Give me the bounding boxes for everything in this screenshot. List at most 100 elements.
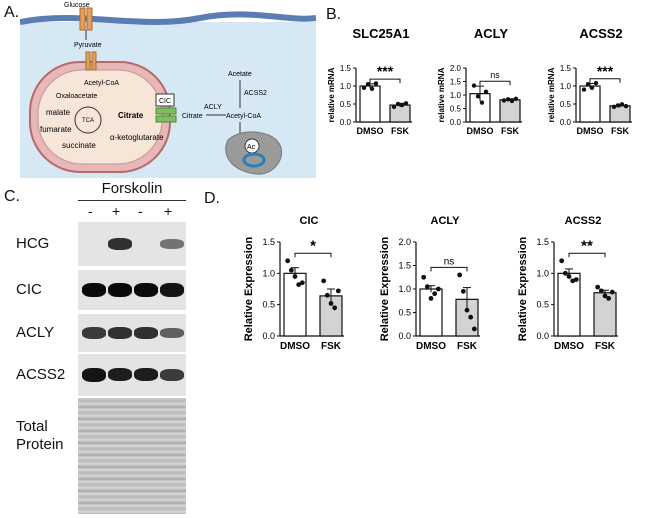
significance-label: *	[310, 237, 316, 254]
significance-bracket	[589, 78, 621, 83]
category-label: FSK	[611, 126, 630, 136]
y-tick-label: 0.0	[340, 118, 352, 127]
bar-dmso	[359, 85, 381, 123]
blot-label-2: ACLY	[16, 324, 55, 341]
chart-ylabel: relative mRNA	[437, 67, 446, 122]
histone-dna	[242, 152, 266, 168]
data-point	[589, 85, 595, 90]
y-tick-label: 0.5	[560, 100, 572, 109]
data-point	[460, 288, 466, 294]
significance-bracket	[479, 80, 511, 86]
tca-text: TCA	[82, 118, 94, 124]
y-tick-label: 0.0	[450, 118, 462, 127]
data-point	[335, 288, 341, 294]
blot-band	[160, 369, 184, 381]
category-label: DMSO	[280, 341, 310, 352]
y-tick-label: 0.5	[450, 105, 462, 114]
y-tick-label: 1.0	[450, 91, 462, 100]
y-tick-label: 0.0	[398, 331, 411, 341]
blot-band	[108, 237, 132, 250]
chart-ylabel: relative mRNA	[547, 67, 556, 122]
bar-fsk	[499, 99, 521, 123]
data-point	[606, 296, 612, 301]
data-point	[609, 289, 615, 295]
data-point	[403, 101, 409, 106]
data-point	[471, 326, 477, 332]
citrate-cyto-text: Citrate	[182, 113, 203, 120]
y-tick-label: 0.5	[536, 300, 549, 310]
lane-sign-1: -	[88, 203, 93, 219]
category-label: FSK	[595, 341, 616, 352]
significance-label: ***	[597, 63, 614, 79]
significance-label: **	[581, 237, 593, 254]
category-label: FSK	[457, 341, 478, 352]
data-point	[593, 80, 599, 86]
y-tick-label: 0.0	[262, 331, 275, 341]
category-label: FSK	[321, 341, 342, 352]
chart-ylabel: Relative Expression	[379, 236, 391, 341]
data-point	[428, 296, 434, 301]
y-tick-label: 1.5	[398, 261, 411, 271]
chart-title: ACSS2	[579, 26, 622, 41]
blot-label-1: CIC	[16, 281, 42, 298]
panel-label-c: C.	[4, 188, 20, 205]
panel-label-d: D.	[204, 190, 220, 207]
data-point	[296, 282, 302, 288]
data-point	[328, 301, 334, 306]
data-point	[321, 278, 327, 284]
blot-band	[82, 327, 106, 339]
y-tick-label: 2.0	[450, 64, 462, 73]
panel-label-b: B.	[326, 6, 342, 23]
fumarate-text: fumarate	[40, 125, 72, 134]
plasma-membrane	[20, 11, 316, 25]
data-point	[602, 293, 608, 299]
blot-treatment-line	[78, 200, 186, 201]
data-point	[585, 82, 591, 87]
category-label: DMSO	[577, 126, 604, 136]
data-point	[562, 270, 568, 276]
chart-ylabel: Relative Expression	[243, 236, 255, 341]
blot-label-0: HCG	[16, 235, 50, 252]
category-label: DMSO	[357, 126, 384, 136]
data-point	[361, 85, 367, 90]
blot-label-3: ACSS2	[16, 366, 66, 383]
lane-sign-3: -	[138, 203, 143, 219]
metabolism-schematic: Glucose Pyruvate Acetyl-CoA Oxaloacetate…	[20, 0, 316, 178]
blot-panel-4	[78, 398, 186, 514]
ac-text: Ac	[247, 144, 256, 151]
data-point	[623, 103, 629, 109]
pyruvate-text: Pyruvate	[74, 42, 102, 49]
data-point	[581, 87, 587, 92]
y-tick-label: 1.0	[262, 268, 275, 278]
significance-bracket	[430, 266, 468, 272]
data-point	[566, 274, 572, 279]
y-tick-label: 1.5	[450, 78, 462, 87]
bar-fsk	[593, 292, 617, 337]
chart-ylabel: relative mRNA	[327, 67, 336, 122]
y-tick-label: 0.5	[340, 100, 352, 109]
blot-band	[160, 283, 184, 298]
chart-title: SLC25A1	[352, 26, 409, 41]
y-tick-label: 0.0	[536, 331, 549, 341]
y-tick-label: 1.5	[560, 64, 572, 73]
data-point	[373, 81, 379, 86]
data-point	[299, 280, 305, 286]
data-point	[369, 86, 375, 92]
significance-bracket	[294, 252, 332, 258]
data-point	[501, 98, 507, 103]
cic-transporter	[155, 115, 177, 123]
y-tick-label: 1.0	[398, 284, 411, 294]
data-point	[391, 104, 397, 110]
data-point	[598, 288, 604, 294]
y-tick-label: 1.5	[536, 237, 549, 247]
data-point	[468, 314, 474, 320]
blot-label-4: Total Protein	[16, 418, 64, 453]
